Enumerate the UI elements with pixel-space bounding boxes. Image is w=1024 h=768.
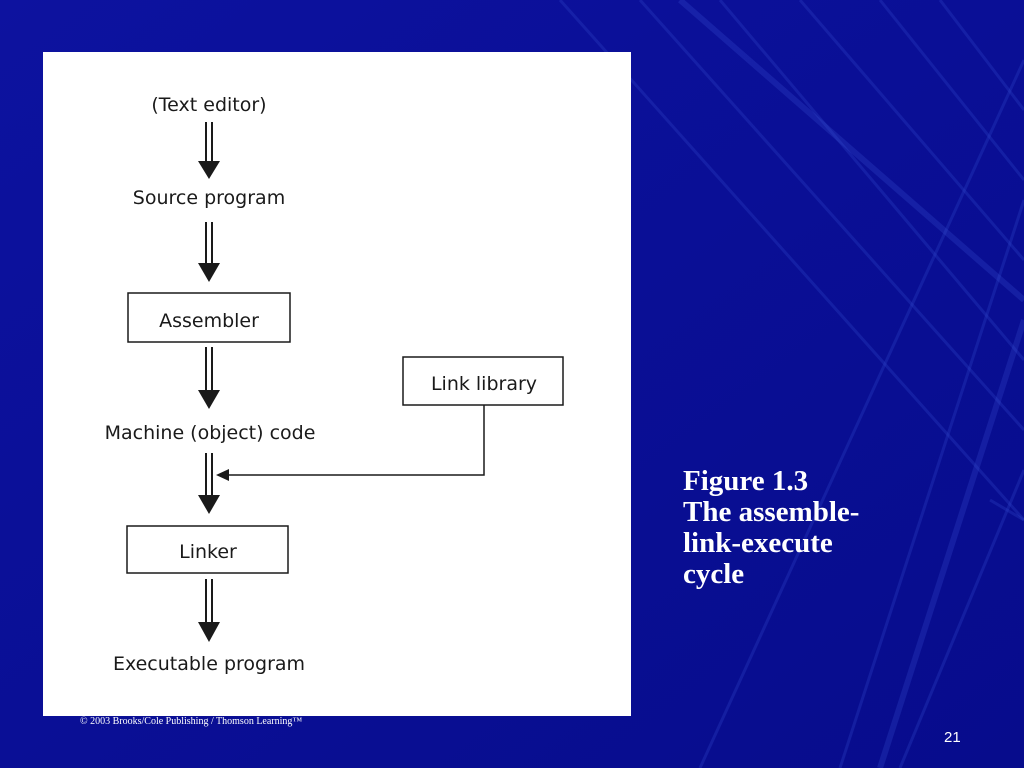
link-library-box: Link library bbox=[402, 356, 564, 406]
copyright-notice: © 2003 Brooks/Cole Publishing / Thomson … bbox=[80, 716, 303, 727]
double-arrow-2 bbox=[198, 222, 220, 282]
double-arrow-5 bbox=[198, 579, 220, 642]
node-source-program: Source program bbox=[133, 187, 285, 209]
node-linker: Linker bbox=[179, 541, 237, 563]
link-library-connector bbox=[216, 405, 485, 481]
node-assembler: Assembler bbox=[159, 310, 259, 332]
assembler-box: Assembler bbox=[127, 292, 291, 343]
caption-line-1: Figure 1.3 bbox=[683, 465, 809, 497]
caption-line-3: link-execute bbox=[683, 527, 833, 559]
figure-caption: Figure 1.3 The assemble- link-execute cy… bbox=[683, 466, 923, 590]
node-machine-code: Machine (object) code bbox=[105, 422, 316, 444]
node-executable-program: Executable program bbox=[113, 653, 305, 675]
double-arrow-1 bbox=[198, 122, 220, 179]
node-text-editor: (Text editor) bbox=[151, 94, 266, 116]
figure-panel: (Text editor) Source program Assembler M… bbox=[43, 52, 631, 716]
caption-line-2: The assemble- bbox=[683, 496, 860, 528]
node-link-library: Link library bbox=[431, 373, 537, 395]
assemble-link-execute-diagram: (Text editor) Source program Assembler M… bbox=[105, 94, 564, 675]
double-arrow-3 bbox=[198, 347, 220, 409]
double-arrow-4 bbox=[198, 453, 220, 514]
slide-number: 21 bbox=[944, 729, 961, 746]
caption-line-4: cycle bbox=[683, 558, 745, 590]
linker-box: Linker bbox=[126, 525, 289, 574]
